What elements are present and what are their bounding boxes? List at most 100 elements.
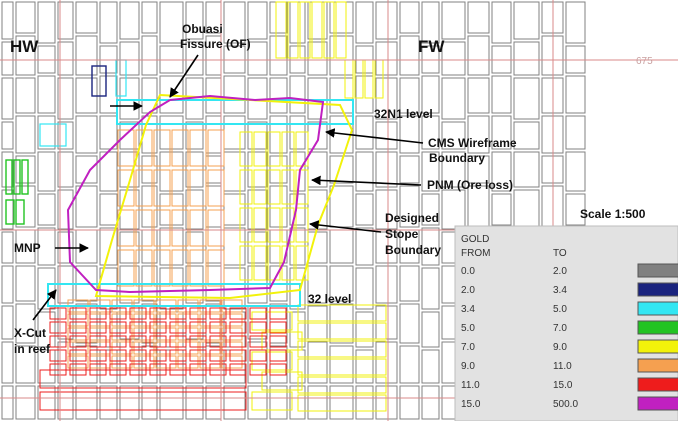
legend-from-value: 9.0 (461, 361, 475, 372)
legend-color-swatch (637, 320, 678, 335)
grey-block (1, 385, 14, 420)
grade-block (229, 335, 247, 348)
grade-block (344, 59, 354, 99)
grade-block (295, 207, 309, 243)
grade-block (129, 335, 147, 348)
grey-block (37, 1, 56, 44)
grade-block (49, 307, 67, 320)
grey-block (1, 305, 14, 340)
grey-block (441, 77, 466, 120)
grade-block (111, 341, 133, 355)
grey-block (37, 349, 56, 384)
grade-block (249, 307, 267, 320)
arrow-cms-boundary (325, 128, 424, 144)
grade-block (251, 311, 293, 331)
grey-block (355, 267, 374, 310)
arrow-obuasi-fissure (169, 54, 199, 98)
grey-block (247, 231, 268, 264)
grey-block (269, 1, 288, 34)
grey-block (1, 265, 14, 304)
grey-block (75, 229, 98, 264)
grey-block (57, 189, 74, 230)
grey-block (119, 1, 140, 40)
grade-block (109, 335, 127, 348)
arrow-designed-stope (309, 220, 382, 233)
level-32-label: 32 level (308, 292, 351, 306)
grey-block (491, 75, 512, 114)
grade-block (189, 209, 207, 247)
grade-block (149, 321, 167, 334)
grey-block (399, 35, 420, 76)
grey-block (421, 1, 440, 44)
grade-block (253, 169, 267, 205)
grey-block (57, 385, 74, 420)
grey-block (99, 115, 118, 150)
grey-block (15, 77, 36, 114)
grade-block (153, 249, 171, 287)
grey-block (37, 75, 56, 114)
grade-block (364, 59, 374, 99)
grey-block (355, 151, 374, 192)
grade-block (89, 341, 111, 355)
designed-label-line3: Boundary (385, 243, 441, 257)
grade-block (67, 313, 89, 327)
grey-block (99, 349, 118, 384)
xcut-label-line2: in reef (14, 342, 51, 356)
grade-block (129, 321, 147, 334)
grade-block (207, 209, 225, 247)
grey-block (399, 265, 420, 302)
grade-block (189, 349, 207, 362)
cms-label-line1: CMS Wireframe (428, 136, 517, 150)
grade-block (297, 304, 387, 322)
grey-block (57, 77, 74, 120)
arrow-pnm (311, 175, 422, 186)
grey-block (491, 193, 512, 226)
grey-block (355, 115, 374, 150)
grade-block (261, 371, 303, 391)
grade-block (189, 307, 207, 320)
grade-block (311, 1, 323, 59)
scale-label: Scale 1:500 (580, 207, 646, 221)
grey-block (119, 77, 140, 120)
grade-block (281, 131, 295, 167)
grey-block (119, 341, 140, 384)
grade-block (69, 321, 87, 334)
grey-block (399, 155, 420, 184)
grade-block (189, 321, 207, 334)
grade-block (269, 321, 287, 334)
grade-block (323, 1, 335, 59)
grey-block (247, 189, 268, 230)
grade-block (89, 307, 107, 320)
grey-block (355, 227, 374, 266)
grey-block (185, 231, 204, 264)
grade-block (239, 245, 253, 281)
grey-block (205, 385, 222, 420)
grey-block (441, 1, 466, 40)
grade-block (109, 307, 127, 320)
grey-block (441, 121, 466, 150)
grey-block (1, 231, 14, 264)
grey-block (37, 385, 56, 420)
grey-block (375, 1, 398, 40)
grey-block (247, 121, 268, 150)
grade-block (89, 327, 111, 341)
grade-block (133, 327, 155, 341)
grade-block (267, 131, 281, 167)
grey-block (565, 193, 586, 226)
pnm-label: PNM (Ore loss) (427, 178, 513, 192)
grey-block (15, 115, 36, 154)
grade-block (13, 159, 21, 195)
legend-from-value: 3.4 (461, 304, 475, 315)
grey-block (269, 35, 288, 76)
grade-block (295, 169, 309, 205)
grade-block (111, 355, 133, 369)
grade-block (67, 327, 89, 341)
grey-block (441, 151, 466, 188)
grade-block (117, 129, 135, 167)
grade-block (239, 131, 253, 167)
grade-block (153, 129, 171, 167)
grade-block (297, 322, 387, 340)
grey-block (421, 227, 440, 266)
